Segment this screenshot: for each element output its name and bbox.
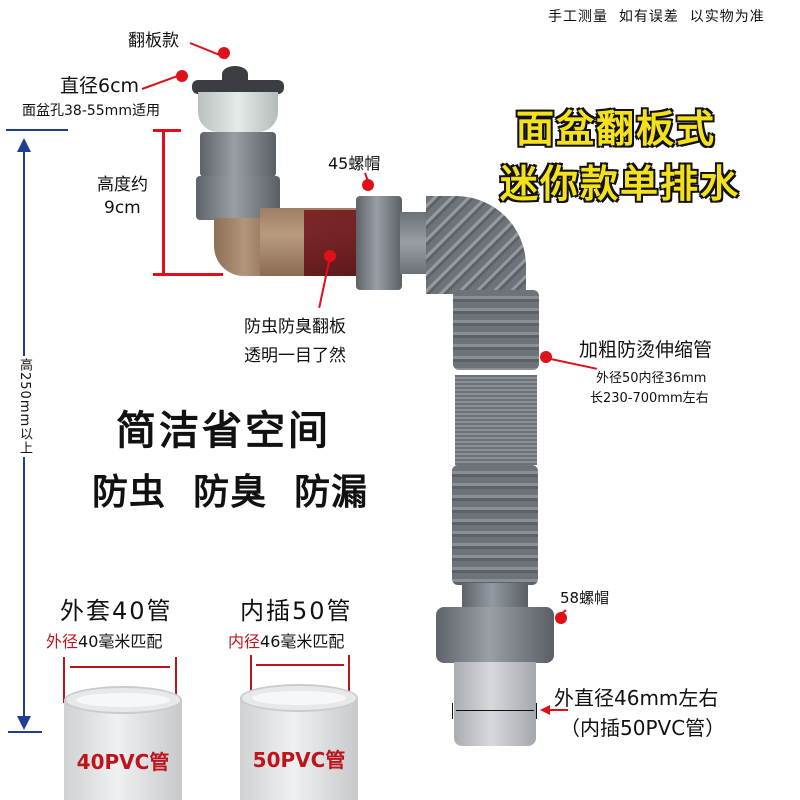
hose-spec-2: 长230-700mm左右 [590,391,709,406]
headline-line2: 迷你款单排水 [499,161,741,207]
pipe-50-subtitle-rest: 46毫米匹配 [260,632,345,651]
pipe-40-title: 外套40管 [60,597,173,625]
headline-line1: 面盆翻板式 [515,106,717,152]
outlet-diameter-label: 外直径46mm左右 [554,686,719,710]
height-dimension-bottom-tick [8,731,42,733]
hose-spec-1: 外径50内径36mm [596,371,707,386]
basin-hole-label: 面盆孔38-55mm适用 [22,103,160,119]
pipe-40-subtitle: 外径40毫米匹配 [46,628,162,652]
pipe-50-dim-right [348,655,350,701]
nut-45-label: 45螺帽 [328,154,381,173]
pipe-50-dim-left [250,655,252,701]
pipe-40-label: 40PVC管 [76,750,170,774]
slogan-protections: 防虫 防臭 防漏 [92,472,369,513]
height-label: 高度约 [97,175,148,195]
outlet-dim-line [456,710,534,711]
pipe-40-subtitle-rest: 40毫米匹配 [78,632,163,651]
pipe-40-rim [64,686,182,714]
nut-45-dot [362,179,374,191]
nut-58-label: 58螺帽 [560,589,610,607]
pipe-50-rim [240,684,358,712]
hose-dot [540,351,552,363]
drain-height-bracket-bottom [153,273,223,276]
height-dimension-top-tick [6,129,68,131]
pipe-40-subtitle-red: 外径 [46,632,79,651]
pipe-40-dim-line [70,666,170,668]
flip-type-label: 翻板款 [128,31,179,51]
measurement-disclaimer: 手工测量 如有误差 以实物为准 [548,9,765,25]
flip-type-dot [218,47,230,59]
pipe-50-dim-line [256,664,344,666]
drain-gray-body [200,132,276,177]
pipe-40-dim-right [175,657,177,703]
outlet-insert-label: （内插50PVC管） [560,716,726,740]
height-value: 9cm [104,198,141,218]
hose-lower-neck [462,583,528,609]
diameter-label: 直径6cm [60,75,140,97]
outlet-red-leader [550,709,568,711]
outlet-dim-tick-right [536,703,537,719]
drain-height-bracket-line [162,130,165,275]
flap-label-line2: 透明一目了然 [244,346,346,366]
pipe-40-dim-left [63,657,65,703]
hose-bend [426,196,526,294]
nut-58-dot [555,612,567,624]
flap-dot [324,250,336,262]
pipe-50-title: 内插50管 [240,597,353,625]
drain-top-flange [192,80,284,94]
pipe-50-label: 50PVC管 [252,748,346,772]
hose-lower-segment [452,465,538,585]
arrow-down-icon [17,716,31,730]
drain-stopper-flap [222,66,248,82]
hose-fine-segment [455,375,537,465]
diameter-dot [176,70,188,82]
pipe-40-image: 40PVC管 [64,686,182,800]
drain-white-collar [198,92,278,132]
hose-upper-segment [453,290,539,370]
overall-height-label: 高250mm以上 [15,356,34,458]
pipe-50-image: 50PVC管 [240,684,358,800]
drain-height-bracket-top [153,129,181,132]
outlet-arrow-icon [540,705,550,715]
nut-45 [356,196,402,290]
outlet-tail [454,662,536,746]
nut-58 [436,607,554,663]
slogan-space-saving: 简洁省空间 [116,408,331,454]
flap-label-line1: 防虫防臭翻板 [244,317,346,337]
pipe-50-subtitle-red: 内径 [228,632,261,651]
hose-title: 加粗防烫伸缩管 [579,339,713,361]
pipe-50-subtitle: 内径46毫米匹配 [228,628,344,652]
anti-odor-flap [304,210,356,276]
hose-connector [400,212,430,274]
outlet-dim-tick-left [452,703,453,719]
arrow-up-icon [17,138,31,152]
